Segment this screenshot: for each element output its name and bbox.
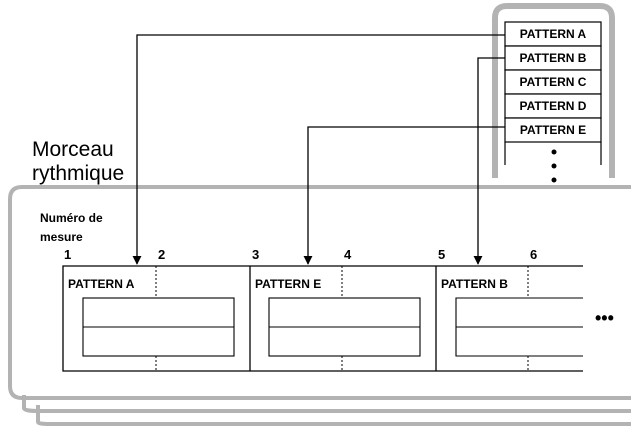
continuation-dots: ••• [595, 308, 614, 328]
arrow-pattern-e [303, 126, 505, 265]
pattern-list-item-label: PATTERN D [520, 99, 587, 113]
pattern-list-item [504, 93, 602, 119]
measure-number: 1 [64, 247, 71, 262]
pattern-list-item [504, 117, 602, 143]
song-label-line-2: rythmique [32, 162, 124, 185]
pattern-list-item-label: PATTERN A [520, 27, 587, 41]
track-pattern-label: PATTERN A [68, 277, 135, 291]
measure-number: 3 [252, 247, 259, 262]
measure-number: 6 [530, 247, 537, 262]
track-pattern-label: PATTERN B [441, 277, 508, 291]
pattern-track: PATTERN A PATTERN E PATTERN B [62, 265, 583, 372]
song-frame-back-1 [22, 395, 631, 413]
pattern-list: PATTERN A PATTERN B PATTERN C PATTERN D … [504, 21, 602, 183]
song-frame-back-2 [36, 405, 631, 426]
more-dot [551, 149, 557, 155]
pattern-list-item [504, 21, 602, 47]
pattern-list-item [504, 69, 602, 95]
pattern-list-item-label: PATTERN B [520, 51, 587, 65]
more-dot [551, 163, 557, 169]
measure-label-line-2: mesure [40, 230, 83, 244]
song-label-line-1: Morceau [32, 138, 114, 161]
arrow-pattern-a [132, 34, 505, 265]
pattern-list-frame [492, 3, 615, 178]
arrow-pattern-b [473, 57, 505, 265]
track-outline [62, 265, 583, 372]
more-dot [551, 177, 557, 183]
measure-number: 2 [158, 247, 165, 262]
track-pattern-label: PATTERN E [255, 277, 321, 291]
pattern-list-item [504, 45, 602, 71]
pattern-list-item-label: PATTERN E [520, 123, 586, 137]
measure-number: 5 [438, 247, 445, 262]
measure-number: 4 [344, 247, 352, 262]
pattern-list-item-label: PATTERN C [520, 75, 587, 89]
measure-label-line-1: Numéro de [40, 211, 103, 225]
song-frame [8, 185, 631, 400]
